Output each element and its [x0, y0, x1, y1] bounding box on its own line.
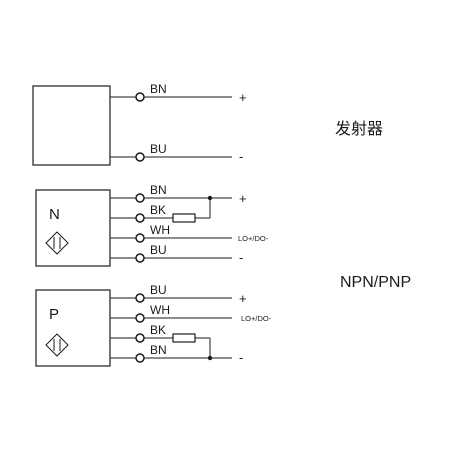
emitter-housing — [32, 85, 111, 166]
pnp-terminal-wh — [135, 313, 145, 323]
npn-wire-bn-sign: + — [239, 191, 247, 206]
pnp-housing — [35, 289, 111, 367]
pnp-wire-bn-sign: - — [239, 350, 243, 365]
npn-block: N BN + BK WH LO+/DO- BU - — [35, 183, 269, 267]
pnp-sensor-icon — [45, 333, 69, 357]
npn-wire-wh-output: LO+/DO- — [238, 234, 269, 243]
emitter-terminal-bu — [135, 152, 145, 162]
pnp-wire-bu-label: BU — [150, 283, 167, 297]
emitter-wire-bn-label: BN — [150, 82, 167, 96]
pnp-wire-bk-label: BK — [150, 323, 166, 337]
emitter-wire-bu-sign: - — [239, 149, 243, 164]
pnp-terminal-bu — [135, 293, 145, 303]
npn-terminal-bn — [135, 193, 145, 203]
npn-wire-wh-label: WH — [150, 223, 170, 237]
pnp-terminal-bk — [135, 333, 145, 343]
npn-terminal-bu — [135, 253, 145, 263]
npn-terminal-wh — [135, 233, 145, 243]
npn-wire-bk-label: BK — [150, 203, 166, 217]
pnp-terminal-bn — [135, 353, 145, 363]
emitter-wire-bu-label: BU — [150, 142, 167, 156]
pnp-load-resistor — [172, 333, 196, 343]
emitter-wire-bn-sign: + — [239, 90, 247, 105]
receiver-caption: NPN/PNP — [340, 274, 411, 291]
pnp-wire-wh-label: WH — [150, 303, 170, 317]
pnp-letter: P — [49, 306, 59, 323]
pnp-wire-bu-sign: + — [239, 291, 247, 306]
emitter-block: BN + BU - — [32, 82, 247, 166]
pnp-wire-bn-label: BN — [150, 343, 167, 357]
npn-wire-bu-label: BU — [150, 243, 167, 257]
pnp-block: P BU + WH LO+/DO- BK BN - — [35, 283, 272, 367]
npn-housing — [35, 189, 111, 267]
npn-junction — [207, 195, 213, 201]
npn-wire-bu-sign: - — [239, 250, 243, 265]
npn-letter: N — [49, 206, 60, 223]
emitter-caption: 发射器 — [335, 120, 383, 138]
npn-sensor-icon — [45, 231, 69, 255]
npn-load-resistor — [172, 213, 196, 223]
emitter-terminal-bn — [135, 92, 145, 102]
pnp-wire-wh-output: LO+/DO- — [241, 314, 272, 323]
npn-wire-bn-label: BN — [150, 183, 167, 197]
npn-terminal-bk — [135, 213, 145, 223]
